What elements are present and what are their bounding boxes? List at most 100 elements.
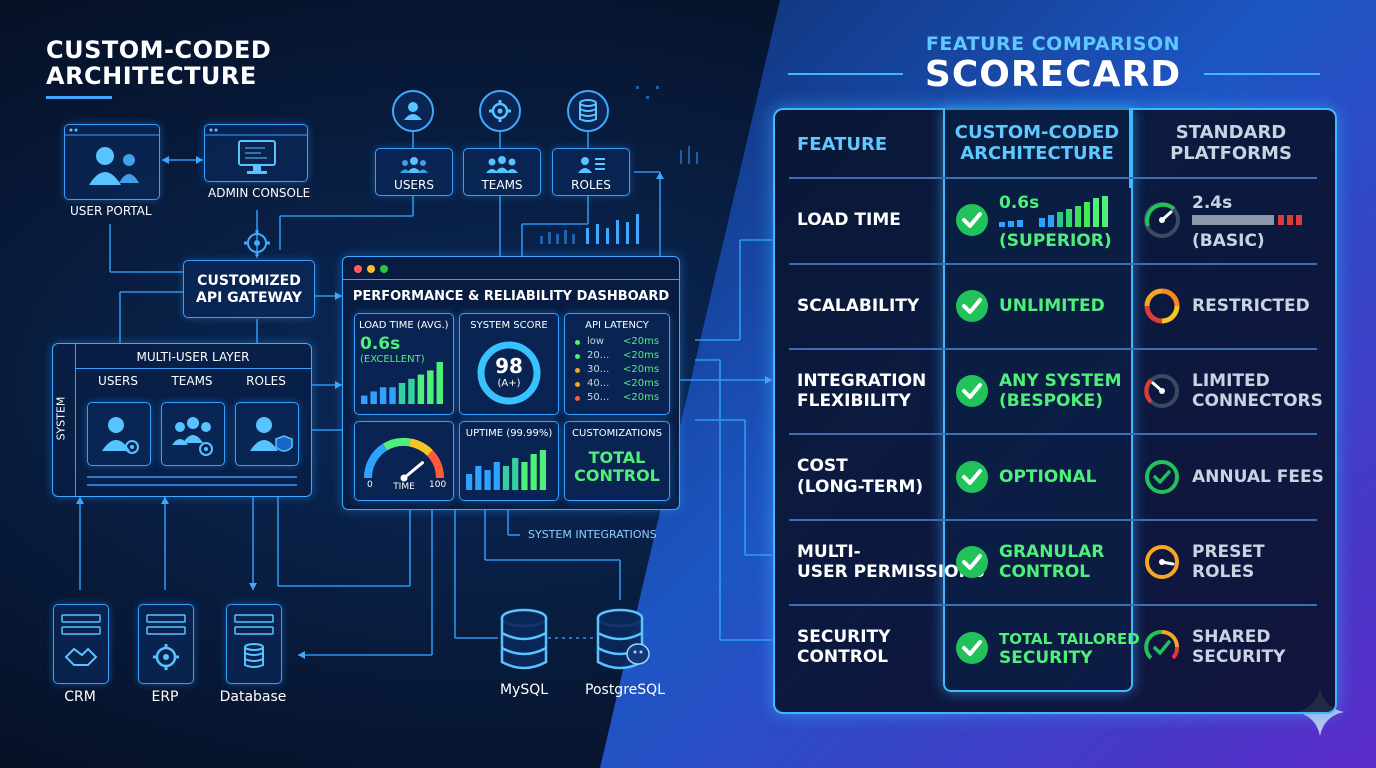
row-5-feature-line2: USER PERMISSIONS [797, 562, 986, 582]
erp-box[interactable] [138, 604, 194, 684]
dial-gauge-icon [1144, 374, 1179, 408]
gateway-cog-icon [244, 230, 270, 256]
ring-gauge-icon [1144, 288, 1180, 324]
top-node-roles[interactable]: ROLES [552, 148, 630, 196]
crm-box[interactable] [53, 604, 109, 684]
arch-title-line1: CUSTOM-CODED [46, 36, 272, 64]
time-gauge [363, 437, 445, 482]
top-node-roles-label: ROLES [571, 178, 611, 192]
latency-name-3: 40... [587, 378, 610, 389]
scorecard-col-divider [943, 108, 945, 188]
row-5-custom-line1: GRANULAR [999, 542, 1105, 562]
row-1-standard-bar [1192, 215, 1302, 225]
latency-name-4: 50... [587, 392, 610, 403]
arch-title-line2: ARCHITECTURE [46, 62, 257, 90]
latency-dot-3 [575, 382, 580, 387]
teams-icon [486, 156, 518, 173]
row-5-custom-line2: CONTROL [999, 562, 1091, 582]
window-dots-icon [354, 265, 388, 273]
uptime-bar-3 [493, 462, 500, 490]
scorecard-table [773, 108, 1337, 714]
gauge-center-label: TIME [393, 482, 415, 492]
multi-user-layer-panel[interactable]: SYSTEM MULTI-USER LAYER USERS TEAMS ROLE… [52, 343, 312, 497]
latency-name-2: 30... [587, 364, 610, 375]
latency-name-0: low [587, 336, 605, 347]
database-icon [234, 614, 274, 668]
system-score-card[interactable]: SYSTEM SCORE 98 (A+) [459, 313, 559, 415]
top-user-circle-icon [392, 90, 434, 132]
api-gateway-box[interactable]: CUSTOMIZED API GATEWAY [183, 260, 315, 318]
customizations-card[interactable]: CUSTOMIZATIONS TOTAL CONTROL [564, 421, 670, 501]
gauge-max-label: 100 [429, 480, 447, 490]
row-divider [789, 433, 1317, 435]
uptime-bar-0 [466, 474, 473, 490]
system-integrations-label: SYSTEM INTEGRATIONS [528, 528, 657, 541]
check-ring-icon [1145, 460, 1179, 494]
row-divider [789, 519, 1317, 521]
latency-value-4: <20ms [623, 392, 660, 403]
latency-value-0: <20ms [623, 336, 660, 347]
erp-label: ERP [151, 689, 179, 705]
top-database-circle-icon [567, 90, 609, 132]
load-time-bar-4 [398, 383, 406, 404]
dashboard-title: PERFORMANCE & RELIABILITY DASHBOARD [352, 289, 670, 304]
row-6-custom-line2: SECURITY [999, 648, 1093, 668]
load-time-bar-6 [417, 374, 425, 404]
scorecard-col-divider [1129, 108, 1131, 188]
mysql-database-icon [500, 608, 548, 670]
team-gear-icon [172, 417, 213, 456]
time-gauge-card[interactable]: 0 TIME 100 [354, 421, 454, 501]
user-shield-icon [250, 417, 293, 452]
load-time-card[interactable]: LOAD TIME (AVG.) 0.6s (EXCELLENT) [354, 313, 454, 415]
postgresql-database-icon [596, 608, 650, 670]
row-4-feature-line1: COST [797, 456, 848, 476]
row-divider [789, 177, 1317, 179]
system-score-value: 98 [495, 354, 523, 378]
latency-value-2: <20ms [623, 364, 660, 375]
load-time-bar-chart [361, 362, 443, 404]
top-node-users-label: USERS [394, 178, 434, 192]
roles-icon [578, 157, 605, 173]
multi-user-footer-line [87, 476, 297, 478]
latency-dot-4 [575, 396, 580, 401]
row-3-custom-line2: (BESPOKE) [999, 391, 1104, 411]
load-time-bar-7 [427, 370, 434, 404]
customizations-line2: CONTROL [574, 466, 660, 485]
user-portal-window[interactable] [64, 124, 160, 200]
top-node-teams[interactable]: TEAMS [463, 148, 541, 196]
load-time-bar-3 [389, 387, 396, 404]
performance-dashboard[interactable]: PERFORMANCE & RELIABILITY DASHBOARD LOAD… [342, 256, 680, 510]
uptime-bar-5 [512, 458, 519, 490]
row-2-custom: UNLIMITED [999, 296, 1105, 316]
multi-user-col-teams: TEAMS [171, 374, 213, 388]
uptime-card[interactable]: UPTIME (99.99%) [459, 421, 559, 501]
uptime-bar-7 [530, 454, 537, 490]
row-4-custom: OPTIONAL [999, 467, 1097, 487]
postgresql-label: PostgreSQL [585, 682, 665, 698]
latency-value-1: <20ms [623, 350, 660, 361]
row-1-custom-line2: (SUPERIOR) [999, 231, 1112, 251]
uptime-bar-4 [502, 466, 510, 490]
scorecard-title: SCORECARD [924, 54, 1182, 95]
row-3-feature-line1: INTEGRATION [797, 371, 927, 391]
system-score-grade: (A+) [497, 378, 521, 389]
admin-console-window[interactable] [204, 124, 308, 182]
gauge-min-label: 0 [367, 480, 373, 490]
user-portal-label: USER PORTAL [70, 204, 152, 218]
database-box[interactable] [226, 604, 282, 684]
row-1-standard-line1: 2.4s [1192, 193, 1233, 213]
multi-user-tile-roles[interactable] [235, 402, 299, 466]
admin-console-label: ADMIN CONSOLE [208, 186, 311, 200]
row-1-standard-line2: (BASIC) [1192, 231, 1265, 251]
customizations-title: CUSTOMIZATIONS [572, 428, 662, 439]
load-time-note: (EXCELLENT) [360, 354, 425, 365]
multi-user-tile-teams[interactable] [161, 402, 225, 466]
load-time-bar-2 [379, 387, 387, 404]
uptime-bar-1 [475, 466, 482, 490]
multi-user-tile-users[interactable] [87, 402, 151, 466]
system-score-ring [477, 341, 541, 405]
load-time-bar-5 [408, 378, 415, 404]
multi-user-col-users: USERS [98, 374, 138, 388]
top-node-users[interactable]: USERS [375, 148, 453, 196]
